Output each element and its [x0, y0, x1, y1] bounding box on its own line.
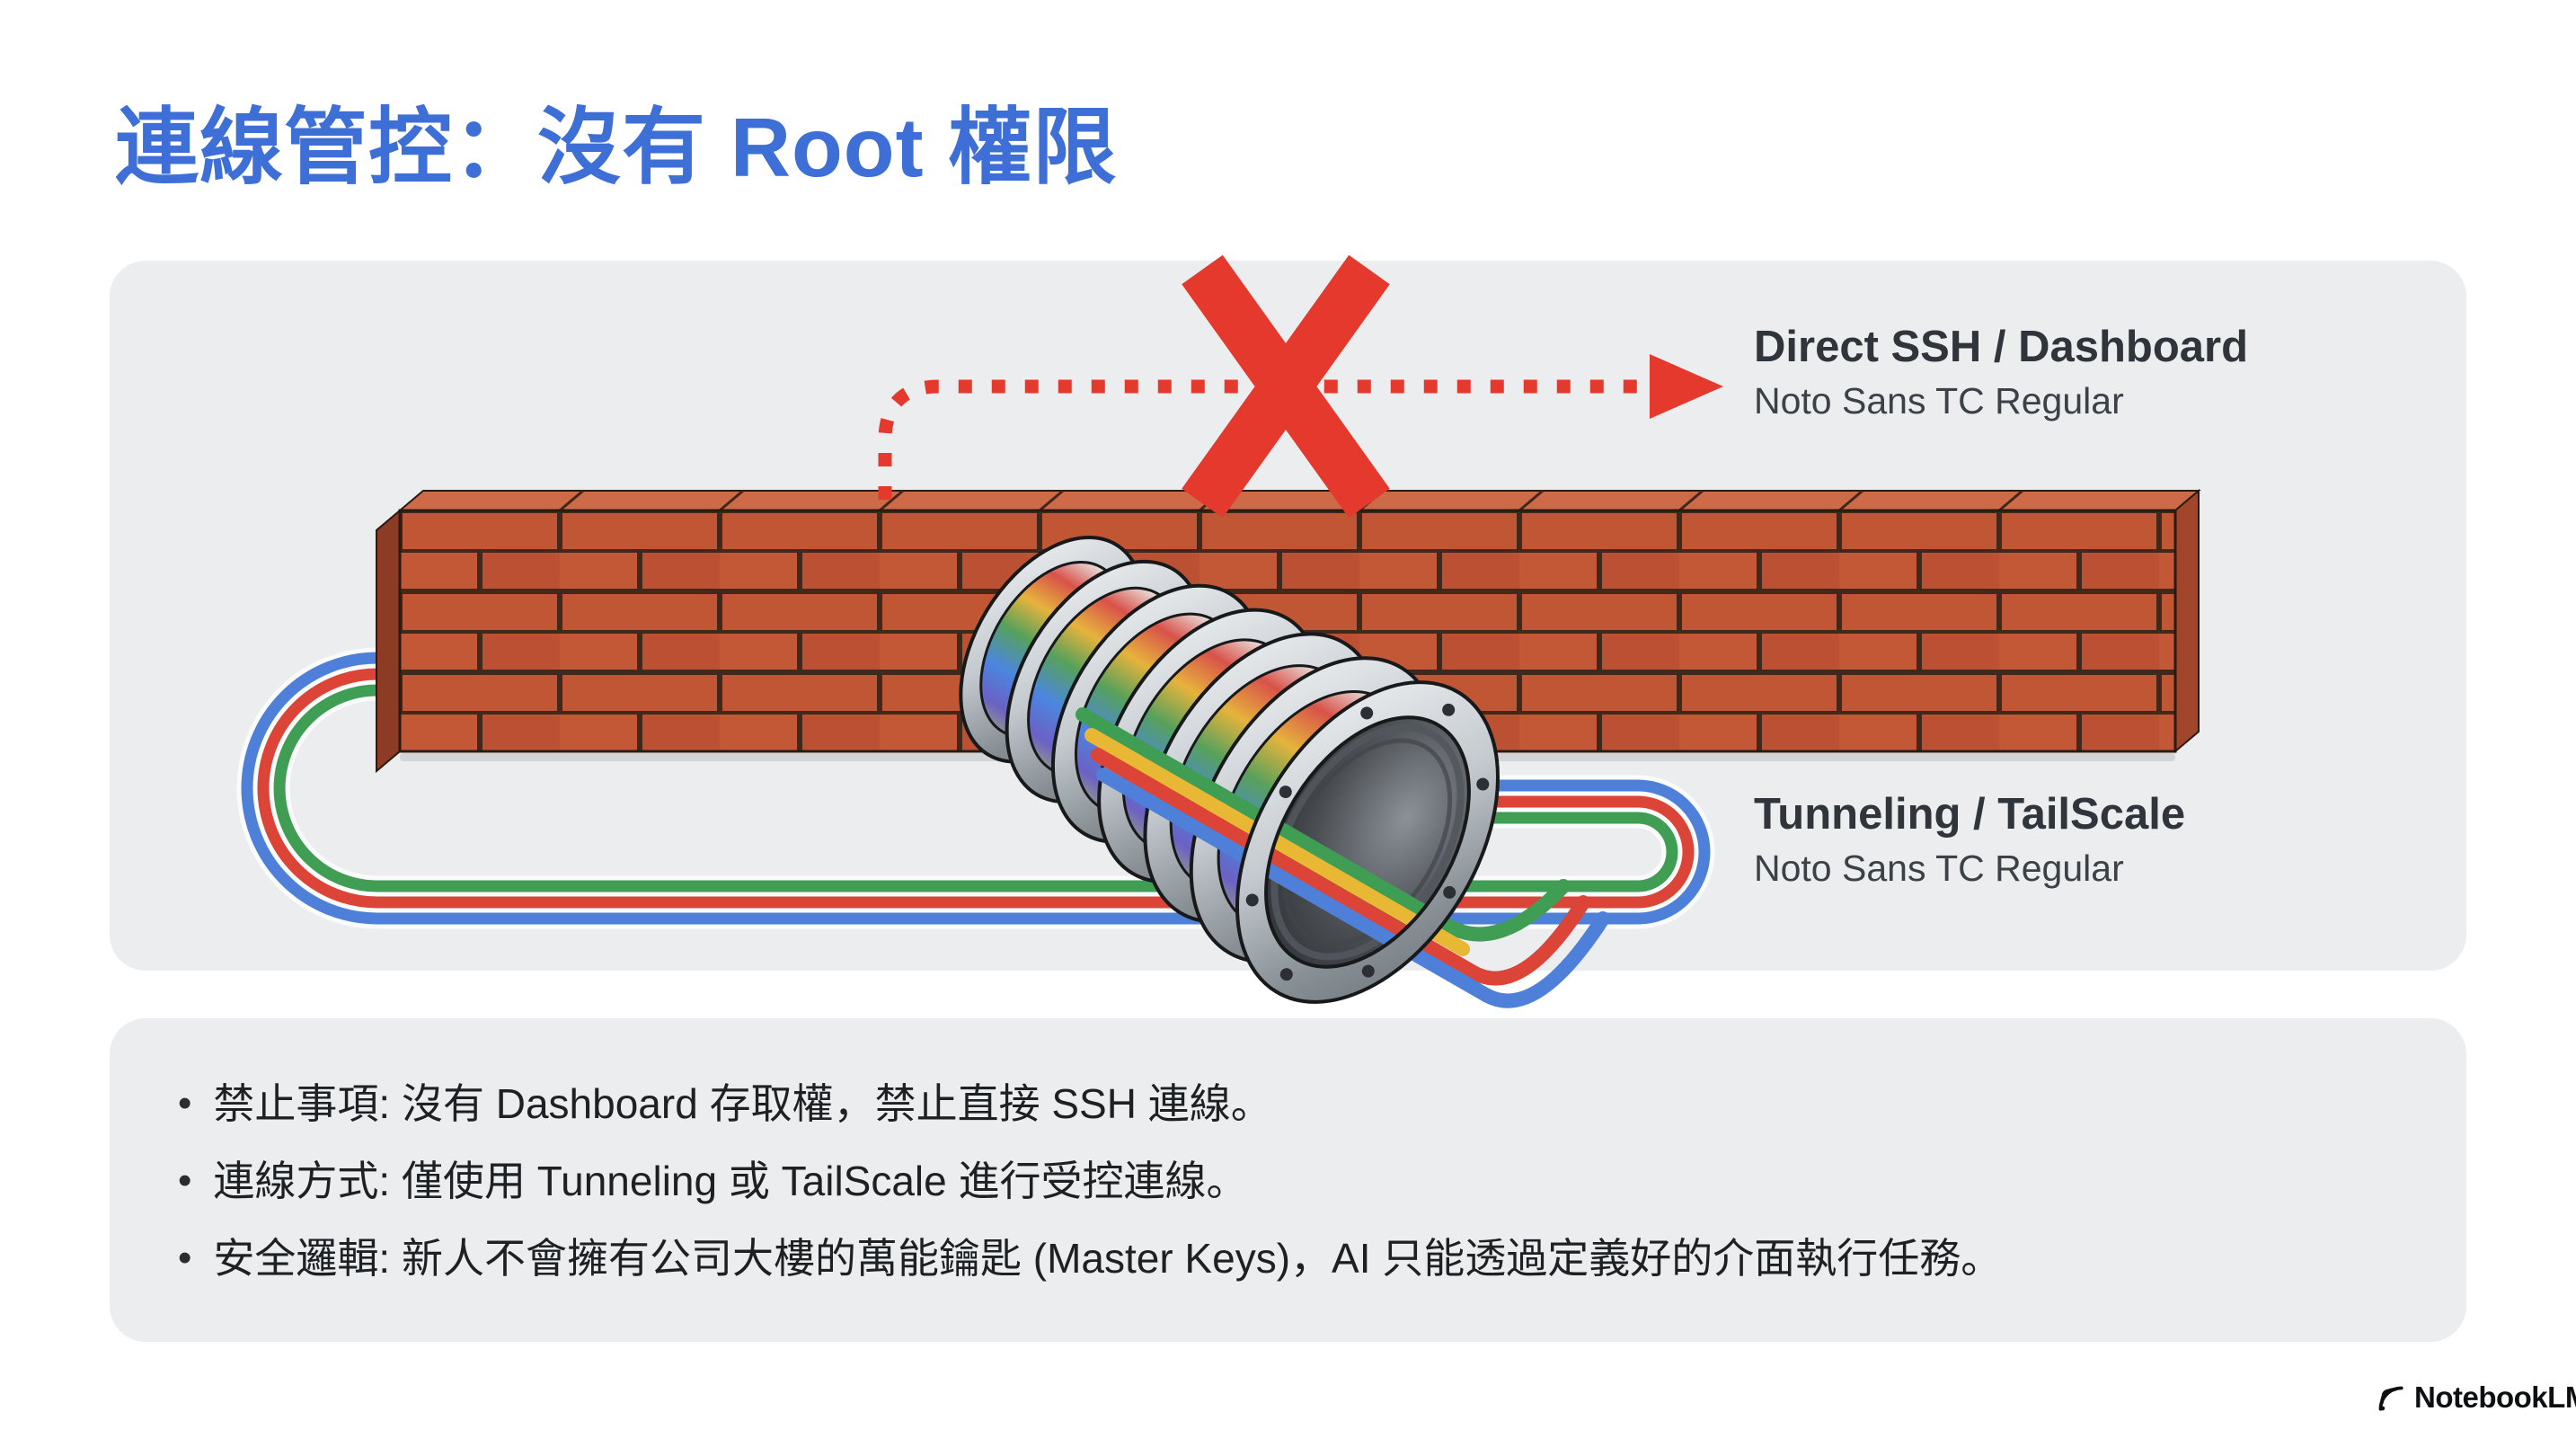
blocked-label-subtitle: Noto Sans TC Regular	[1754, 380, 2124, 422]
note-text: 禁止事項: 沒有 Dashboard 存取權，禁止直接 SSH 連線。	[213, 1080, 1272, 1127]
bullet-dot: •	[178, 1236, 192, 1280]
blocked-label-title: Direct SSH / Dashboard	[1754, 323, 2249, 371]
notes-panel	[110, 1018, 2466, 1342]
allowed-label: Tunneling / TailScale Noto Sans TC Regul…	[1754, 789, 2185, 890]
note-text: 連線方式: 僅使用 Tunneling 或 TailScale 進行受控連線。	[213, 1158, 1248, 1204]
brand-name: NotebookLM	[2414, 1380, 2576, 1414]
slide-title: 連線管控：沒有 Root 權限	[115, 101, 1118, 194]
note-item: • 禁止事項: 沒有 Dashboard 存取權，禁止直接 SSH 連線。	[178, 1078, 2002, 1129]
bullet-dot: •	[178, 1158, 192, 1203]
allowed-label-title: Tunneling / TailScale	[1754, 790, 2186, 839]
notebooklm-icon	[2378, 1386, 2403, 1411]
note-item: • 安全邏輯: 新人不會擁有公司大樓的萬能鑰匙 (Master Keys)，AI…	[178, 1233, 2002, 1283]
brand: NotebookLM	[2374, 1380, 2576, 1415]
allowed-label-subtitle: Noto Sans TC Regular	[1754, 848, 2124, 889]
note-text: 安全邏輯: 新人不會擁有公司大樓的萬能鑰匙 (Master Keys)，AI 只…	[213, 1235, 2003, 1282]
notes-list: • 禁止事項: 沒有 Dashboard 存取權，禁止直接 SSH 連線。 • …	[178, 1078, 2002, 1283]
note-item: • 連線方式: 僅使用 Tunneling 或 TailScale 進行受控連線…	[178, 1156, 2002, 1206]
blocked-label: Direct SSH / Dashboard Noto Sans TC Regu…	[1754, 322, 2248, 422]
bullet-dot: •	[178, 1081, 192, 1125]
